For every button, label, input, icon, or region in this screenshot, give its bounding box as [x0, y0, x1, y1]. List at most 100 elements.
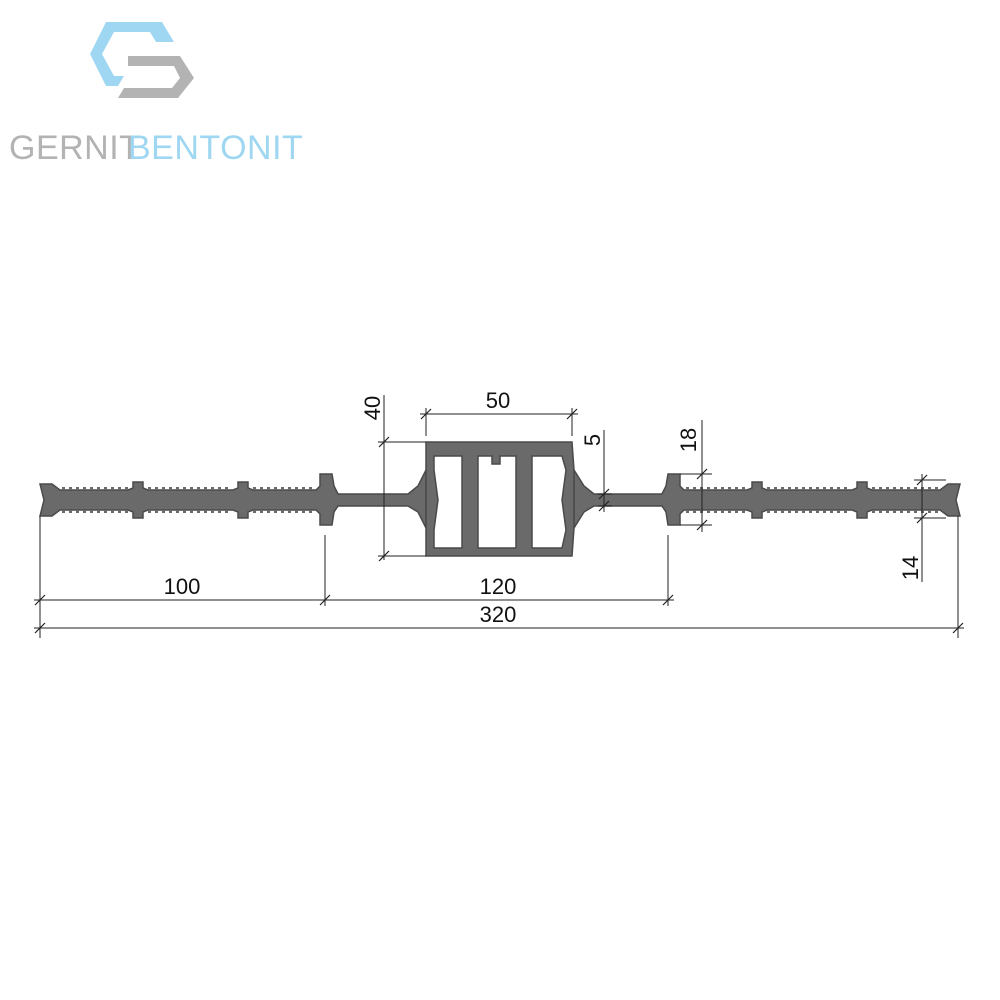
serration-tooth: [309, 510, 312, 513]
serration-tooth: [728, 510, 731, 513]
serration-tooth: [288, 487, 291, 490]
serration-tooth: [693, 510, 696, 513]
serration-tooth: [183, 510, 186, 513]
serration-tooth: [253, 510, 256, 513]
serration-tooth: [914, 510, 917, 513]
serration-tooth: [111, 510, 114, 513]
serration-tooth: [69, 487, 72, 490]
dim-label-320: 320: [480, 602, 517, 627]
serration-tooth: [928, 510, 931, 513]
serration-tooth: [302, 487, 305, 490]
dim-label-18: 18: [676, 428, 701, 452]
serration-tooth: [211, 510, 214, 513]
serration-tooth: [302, 510, 305, 513]
serration-tooth: [274, 487, 277, 490]
serration-tooth: [816, 510, 819, 513]
serration-tooth: [907, 487, 910, 490]
serration-tooth: [162, 510, 165, 513]
serration-tooth: [809, 510, 812, 513]
serration-tooth: [844, 510, 847, 513]
serration-tooth: [774, 510, 777, 513]
serration-tooth: [767, 487, 770, 490]
serration-tooth: [97, 510, 100, 513]
serration-tooth: [83, 487, 86, 490]
serration-tooth: [83, 510, 86, 513]
serration-tooth: [844, 487, 847, 490]
serration-tooth: [148, 510, 151, 513]
waterstop-profile: [39, 441, 961, 557]
serration-tooth: [686, 510, 689, 513]
serration-tooth: [742, 510, 745, 513]
profile-right-wing: [573, 467, 961, 531]
serration-tooth: [879, 510, 882, 513]
serration-tooth: [830, 487, 833, 490]
serration-tooth: [907, 510, 910, 513]
serration-tooth: [62, 510, 65, 513]
dimension-labels: 320 100 120 50 40 5 18 14: [164, 388, 923, 627]
dim-label-120: 120: [480, 574, 517, 599]
serration-tooth: [281, 487, 284, 490]
dim-label-50: 50: [486, 388, 510, 413]
serration-tooth: [281, 510, 284, 513]
serration-tooth: [714, 510, 717, 513]
serration-tooth: [767, 510, 770, 513]
serration-tooth: [872, 510, 875, 513]
serration-tooth: [693, 487, 696, 490]
serration-tooth: [176, 510, 179, 513]
serration-tooth: [788, 510, 791, 513]
serration-tooth: [90, 510, 93, 513]
serration-tooth: [781, 487, 784, 490]
serration-tooth: [125, 487, 128, 490]
serration-tooth: [197, 510, 200, 513]
serration-tooth: [837, 510, 840, 513]
dim-label-5: 5: [580, 434, 605, 446]
serration-tooth: [721, 487, 724, 490]
serration-tooth: [781, 510, 784, 513]
serration-tooth: [267, 510, 270, 513]
serration-tooth: [830, 510, 833, 513]
serration-tooth: [253, 487, 256, 490]
serration-tooth: [274, 510, 277, 513]
serration-tooth: [886, 510, 889, 513]
serration-tooth: [816, 487, 819, 490]
serration-tooth: [295, 510, 298, 513]
serration-tooth: [197, 487, 200, 490]
serration-tooth: [62, 487, 65, 490]
serration-tooth: [155, 487, 158, 490]
serration-tooth: [788, 487, 791, 490]
serration-tooth: [190, 510, 193, 513]
serration-tooth: [162, 487, 165, 490]
serration-tooth: [204, 487, 207, 490]
serration-tooth: [76, 487, 79, 490]
serration-tooth: [837, 487, 840, 490]
serration-tooth: [169, 487, 172, 490]
dim-label-100: 100: [164, 574, 201, 599]
serration-tooth: [97, 487, 100, 490]
serration-tooth: [183, 487, 186, 490]
serration-tooth: [707, 487, 710, 490]
serration-tooth: [686, 487, 689, 490]
serration-tooth: [893, 510, 896, 513]
serration-tooth: [218, 487, 221, 490]
serration-tooth: [125, 510, 128, 513]
serration-tooth: [914, 487, 917, 490]
serration-tooth: [218, 510, 221, 513]
serration-tooth: [118, 487, 121, 490]
serration-tooth: [735, 487, 738, 490]
serration-tooth: [155, 510, 158, 513]
serration-tooth: [893, 487, 896, 490]
serration-tooth: [879, 487, 882, 490]
serration-tooth: [90, 487, 93, 490]
brand-name-gernit: GERNIT: [9, 129, 141, 167]
serration-tooth: [295, 487, 298, 490]
serration-tooth: [823, 510, 826, 513]
serration-tooth: [225, 487, 228, 490]
serration-tooth: [176, 487, 179, 490]
serration-tooth: [69, 510, 72, 513]
serration-tooth: [742, 487, 745, 490]
serration-tooth: [204, 510, 207, 513]
brand-name-bentonit: BENTONIT: [128, 129, 304, 167]
serration-tooth: [190, 487, 193, 490]
serration-tooth: [928, 487, 931, 490]
